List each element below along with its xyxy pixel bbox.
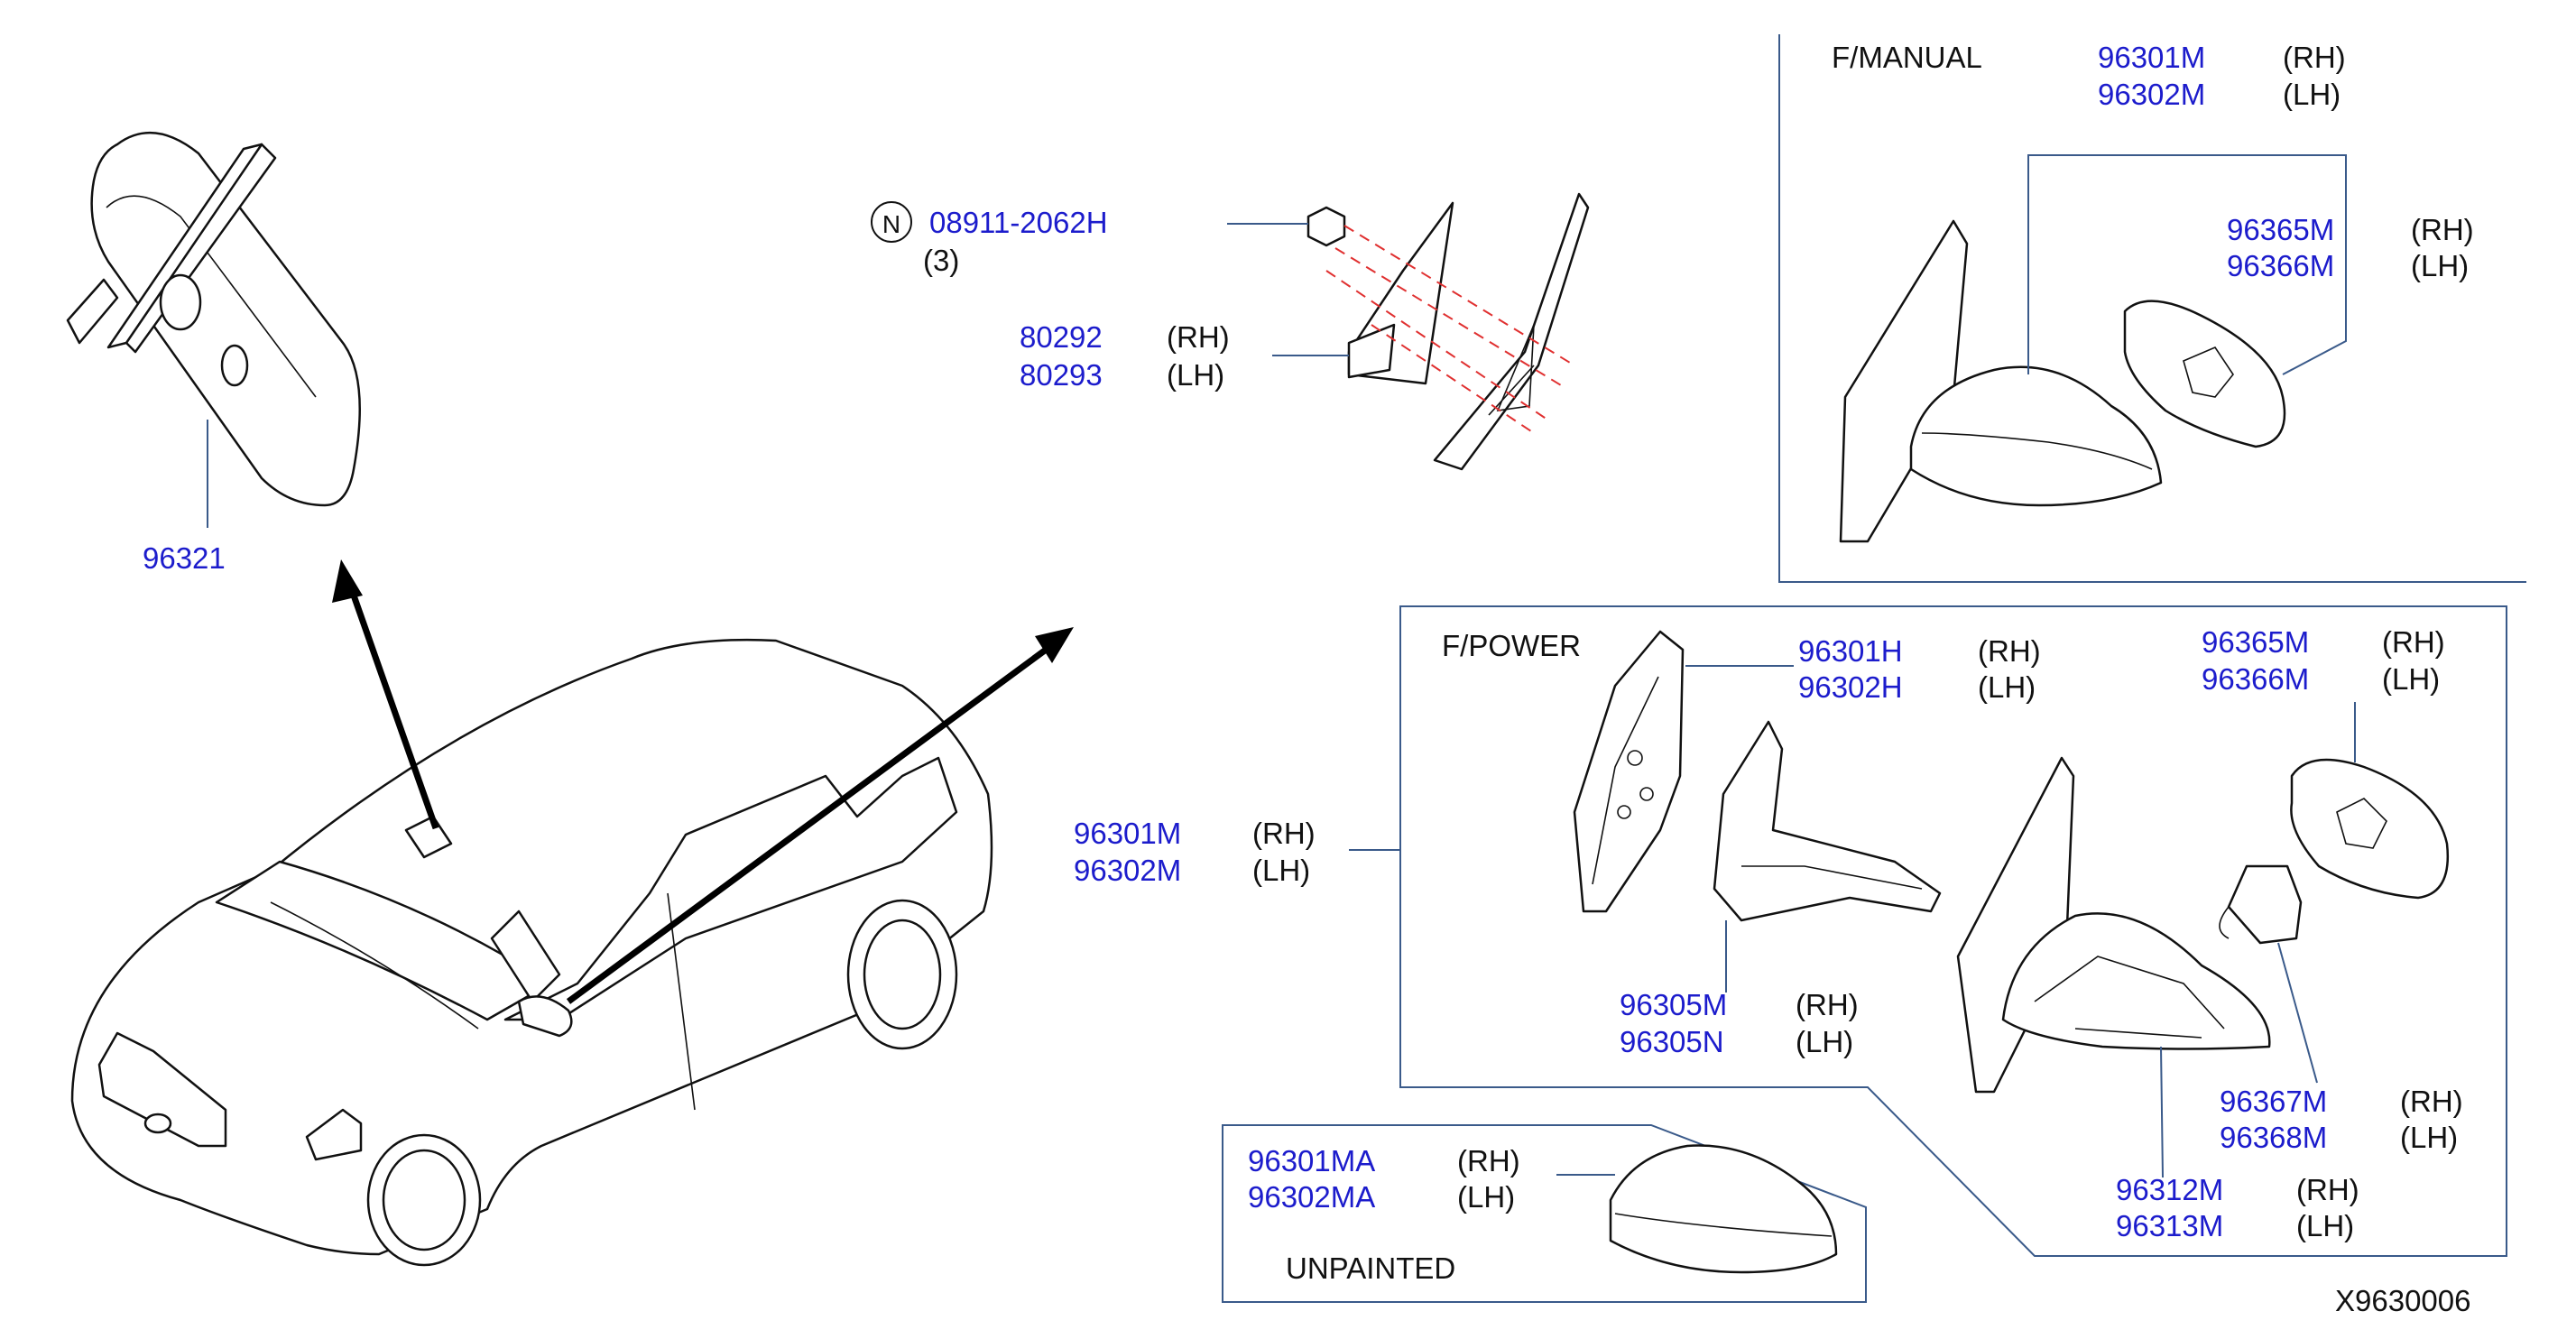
power-housing-lh-part[interactable]: 96313M	[2116, 1209, 2223, 1242]
unpainted-section-title: UNPAINTED	[1286, 1251, 1455, 1285]
manual-mirror-lh-part[interactable]: 96302M	[2098, 78, 2205, 111]
power-frame	[1399, 605, 2507, 1257]
power-body-lh-tag: (LH)	[1978, 670, 2036, 704]
power-actuator-lh-part[interactable]: 96305N	[1620, 1025, 1724, 1058]
power-glass-lh-part[interactable]: 96366M	[2202, 662, 2309, 696]
power-body-lh-part[interactable]: 96302H	[1798, 670, 1903, 704]
bracket-lh-part[interactable]: 80293	[1020, 358, 1103, 392]
bracket-drawing	[1306, 192, 1590, 471]
nut-marker-circle	[871, 201, 912, 243]
power-housing-lh-tag: (LH)	[2296, 1209, 2354, 1242]
power-housing-drawing	[1956, 756, 2271, 1094]
bracket-rh-tag: (RH)	[1167, 320, 1230, 354]
nut-part-number[interactable]: 08911-2062H	[929, 206, 1108, 239]
unpainted-frame	[1222, 1124, 1867, 1303]
manual-mirror-lh-tag: (LH)	[2283, 78, 2341, 111]
power-housing-leader	[2160, 1046, 2164, 1178]
arrow-head-door-mirror	[1035, 627, 1074, 663]
bracket-rh-part[interactable]: 80292	[1020, 320, 1103, 354]
arrow-to-inner-mirror	[344, 576, 439, 830]
manual-glass-lh-tag: (LH)	[2411, 249, 2469, 282]
door-mirror-rh-part[interactable]: 96301M	[1074, 817, 1181, 850]
power-motor-rh-tag: (RH)	[2400, 1085, 2463, 1118]
door-mirror-lh-part[interactable]: 96302M	[1074, 854, 1181, 887]
manual-glass-rh-part[interactable]: 96365M	[2227, 213, 2334, 246]
nut-quantity: (3)	[923, 244, 959, 277]
power-glass-drawing	[2290, 758, 2450, 900]
power-glass-lh-tag: (LH)	[2382, 662, 2440, 696]
power-motor-rh-part[interactable]: 96367M	[2220, 1085, 2327, 1118]
inner-mirror-drawing	[66, 131, 361, 507]
door-mirror-rh-tag: (RH)	[1252, 817, 1316, 850]
power-housing-rh-tag: (RH)	[2296, 1173, 2359, 1206]
cover-rh-part[interactable]: 96301MA	[1248, 1144, 1375, 1177]
power-glass-rh-part[interactable]: 96365M	[2202, 625, 2309, 659]
diagram-code: X9630006	[2335, 1284, 2470, 1317]
inner-mirror-part-number[interactable]: 96321	[143, 541, 226, 575]
arrow-head-inner-mirror	[332, 559, 363, 603]
power-motor-drawing	[2219, 864, 2303, 945]
arrow-to-door-mirror	[566, 640, 1058, 1004]
manual-section-title: F/MANUAL	[1832, 41, 1982, 74]
cover-lh-part[interactable]: 96302MA	[1248, 1180, 1375, 1214]
power-body-rh-tag: (RH)	[1978, 634, 2041, 668]
manual-mirror-rh-part[interactable]: 96301M	[2098, 41, 2205, 74]
bracket-lh-tag: (LH)	[1167, 358, 1224, 392]
power-actuator-lh-tag: (LH)	[1796, 1025, 1853, 1058]
car-drawing	[70, 638, 993, 1267]
power-actuator-rh-part[interactable]: 96305M	[1620, 988, 1727, 1021]
power-actuator-rh-tag: (RH)	[1796, 988, 1859, 1021]
power-glass-rh-tag: (RH)	[2382, 625, 2445, 659]
manual-frame	[1778, 34, 2526, 583]
nut-marker: N	[882, 210, 900, 238]
cover-lh-tag: (LH)	[1457, 1180, 1515, 1214]
power-motor-lh-part[interactable]: 96368M	[2220, 1121, 2327, 1154]
power-motor-leader	[2277, 942, 2318, 1084]
manual-mirror-rh-tag: (RH)	[2283, 41, 2346, 74]
cover-drawing	[1609, 1144, 1838, 1274]
door-mirror-lh-tag: (LH)	[1252, 854, 1310, 887]
manual-glass-lh-part[interactable]: 96366M	[2227, 249, 2334, 282]
power-housing-rh-part[interactable]: 96312M	[2116, 1173, 2223, 1206]
power-body-drawing	[1573, 630, 1685, 913]
manual-glass-rh-tag: (RH)	[2411, 213, 2474, 246]
power-motor-lh-tag: (LH)	[2400, 1121, 2458, 1154]
cover-rh-tag: (RH)	[1457, 1144, 1520, 1177]
manual-mirror-leader	[2027, 154, 2347, 375]
manual-mirror-drawing	[1839, 219, 2286, 543]
power-section-title: F/POWER	[1442, 629, 1581, 662]
power-actuator-drawing	[1713, 720, 1942, 922]
power-body-rh-part[interactable]: 96301H	[1798, 634, 1903, 668]
